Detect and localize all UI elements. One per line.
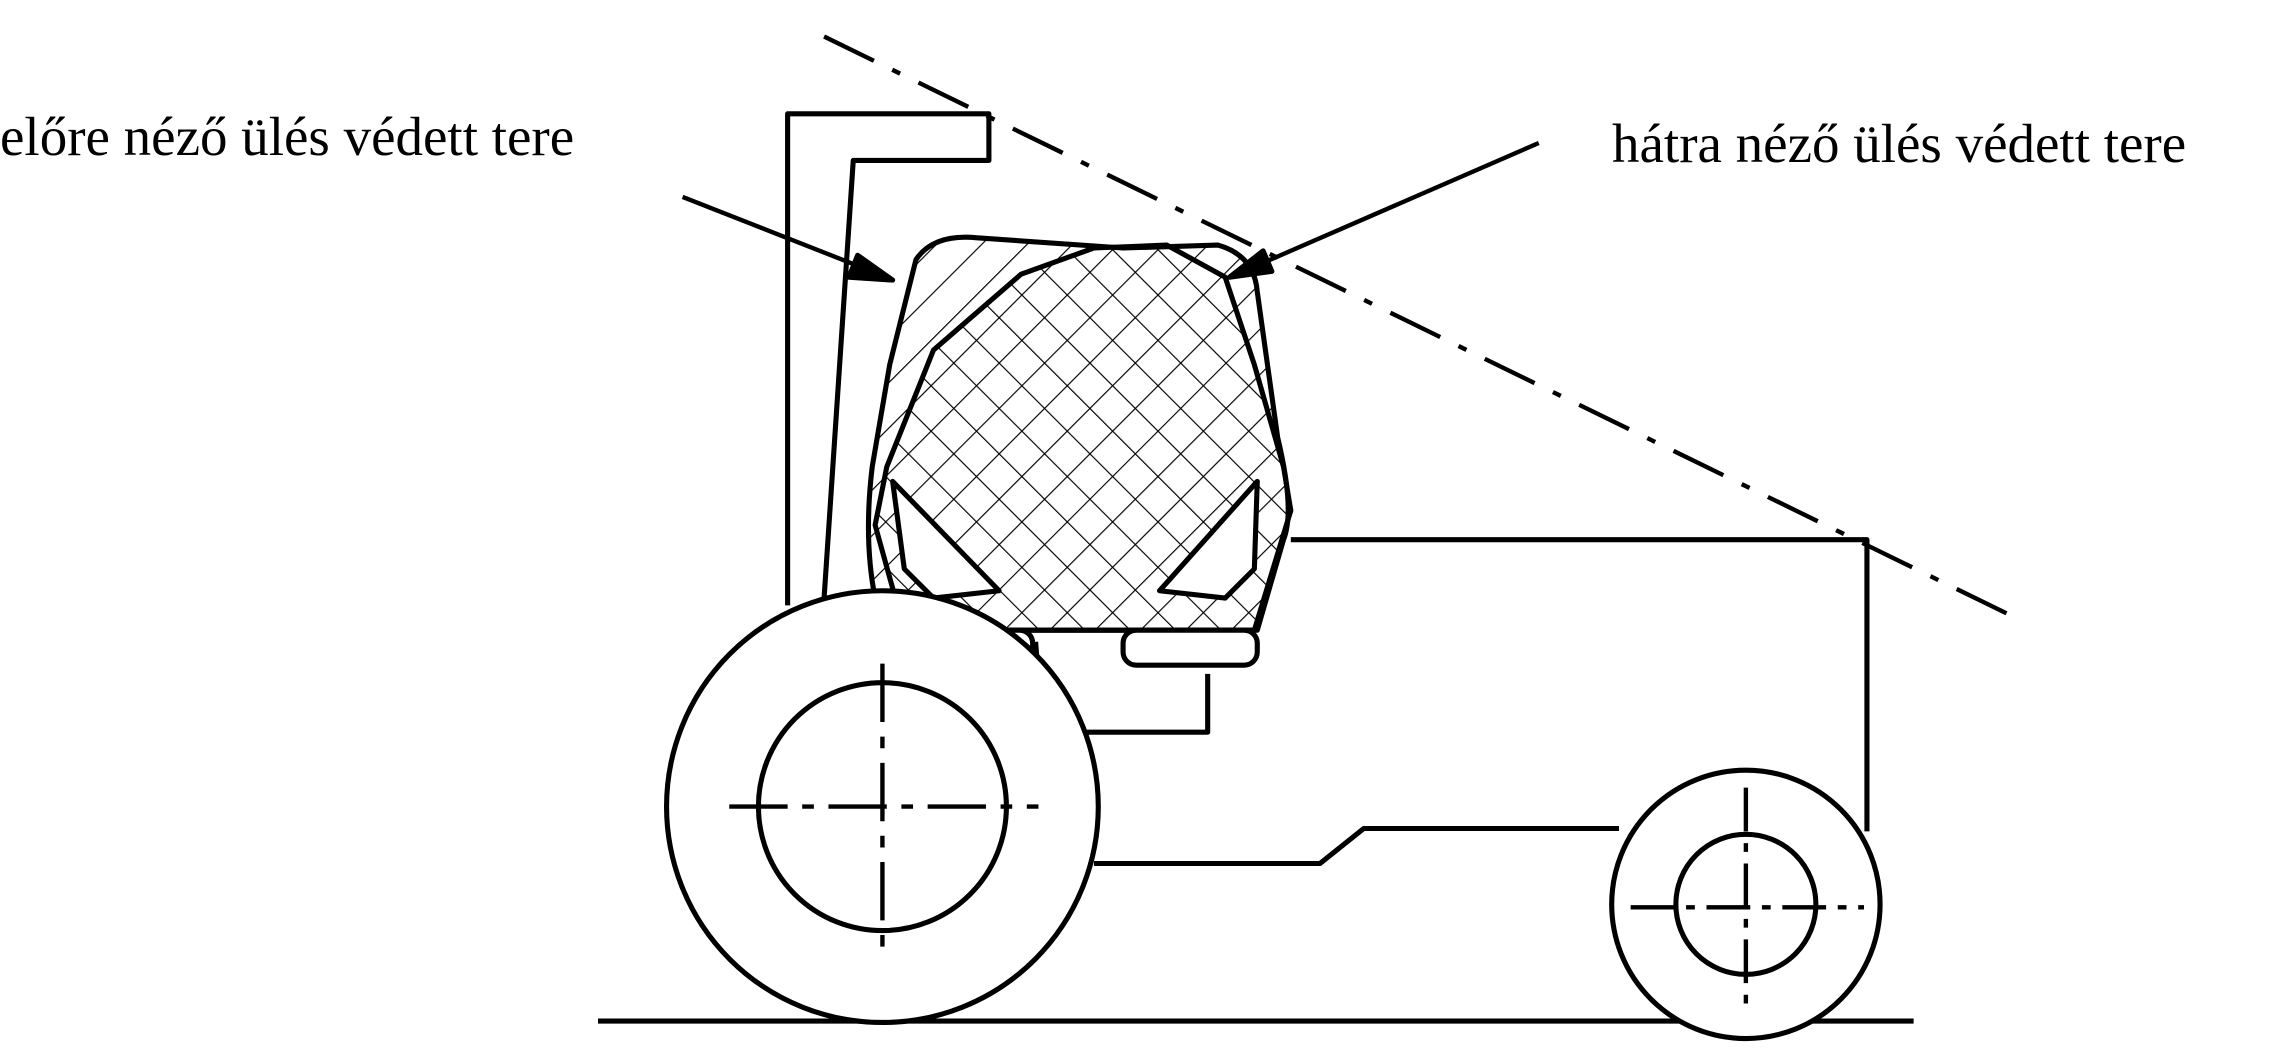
rear-wheel-center-mark bbox=[729, 663, 1039, 956]
forward-arrow-head bbox=[846, 252, 896, 283]
forward-seat-zone-label: előre néző ülés védett tere bbox=[0, 106, 575, 167]
rear-seat-zone-label: hátra néző ülés védett tere bbox=[1612, 113, 2187, 174]
rear-seat bbox=[1156, 478, 1260, 601]
clearance-line bbox=[823, 34, 2022, 622]
rear-arrow-head bbox=[1227, 248, 1275, 280]
rear-zone-arrow bbox=[1235, 140, 1540, 277]
rollover-frame bbox=[785, 111, 992, 606]
rear-seat-zone bbox=[872, 242, 1294, 633]
front-wheel-center-mark bbox=[1630, 787, 1865, 1014]
rear-seat-base bbox=[1120, 627, 1260, 668]
